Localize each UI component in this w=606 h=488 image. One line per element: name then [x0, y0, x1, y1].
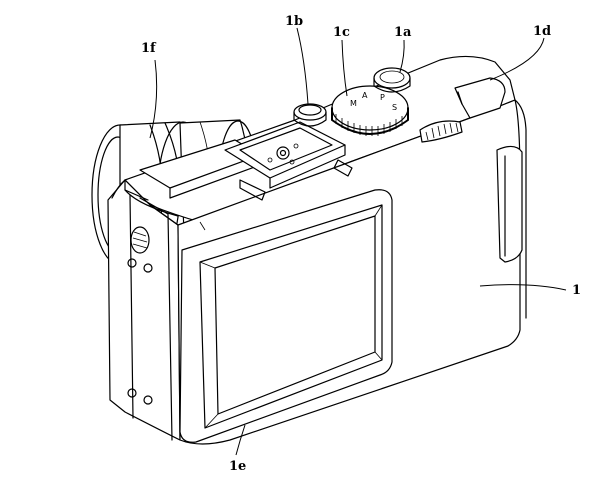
top-button [374, 68, 410, 92]
svg-text:A: A [362, 91, 368, 100]
svg-text:P: P [380, 93, 385, 102]
label-1c: 1c [333, 25, 350, 40]
svg-text:S: S [392, 103, 397, 112]
grip [497, 146, 522, 262]
label-1: 1 [572, 283, 581, 298]
label-1b: 1b [285, 14, 303, 29]
strap-lug [131, 227, 149, 253]
label-1e: 1e [229, 459, 246, 474]
svg-text:M: M [350, 99, 357, 108]
label-1d: 1d [533, 24, 551, 39]
label-1f: 1f [141, 41, 157, 56]
label-1a: 1a [394, 25, 412, 40]
